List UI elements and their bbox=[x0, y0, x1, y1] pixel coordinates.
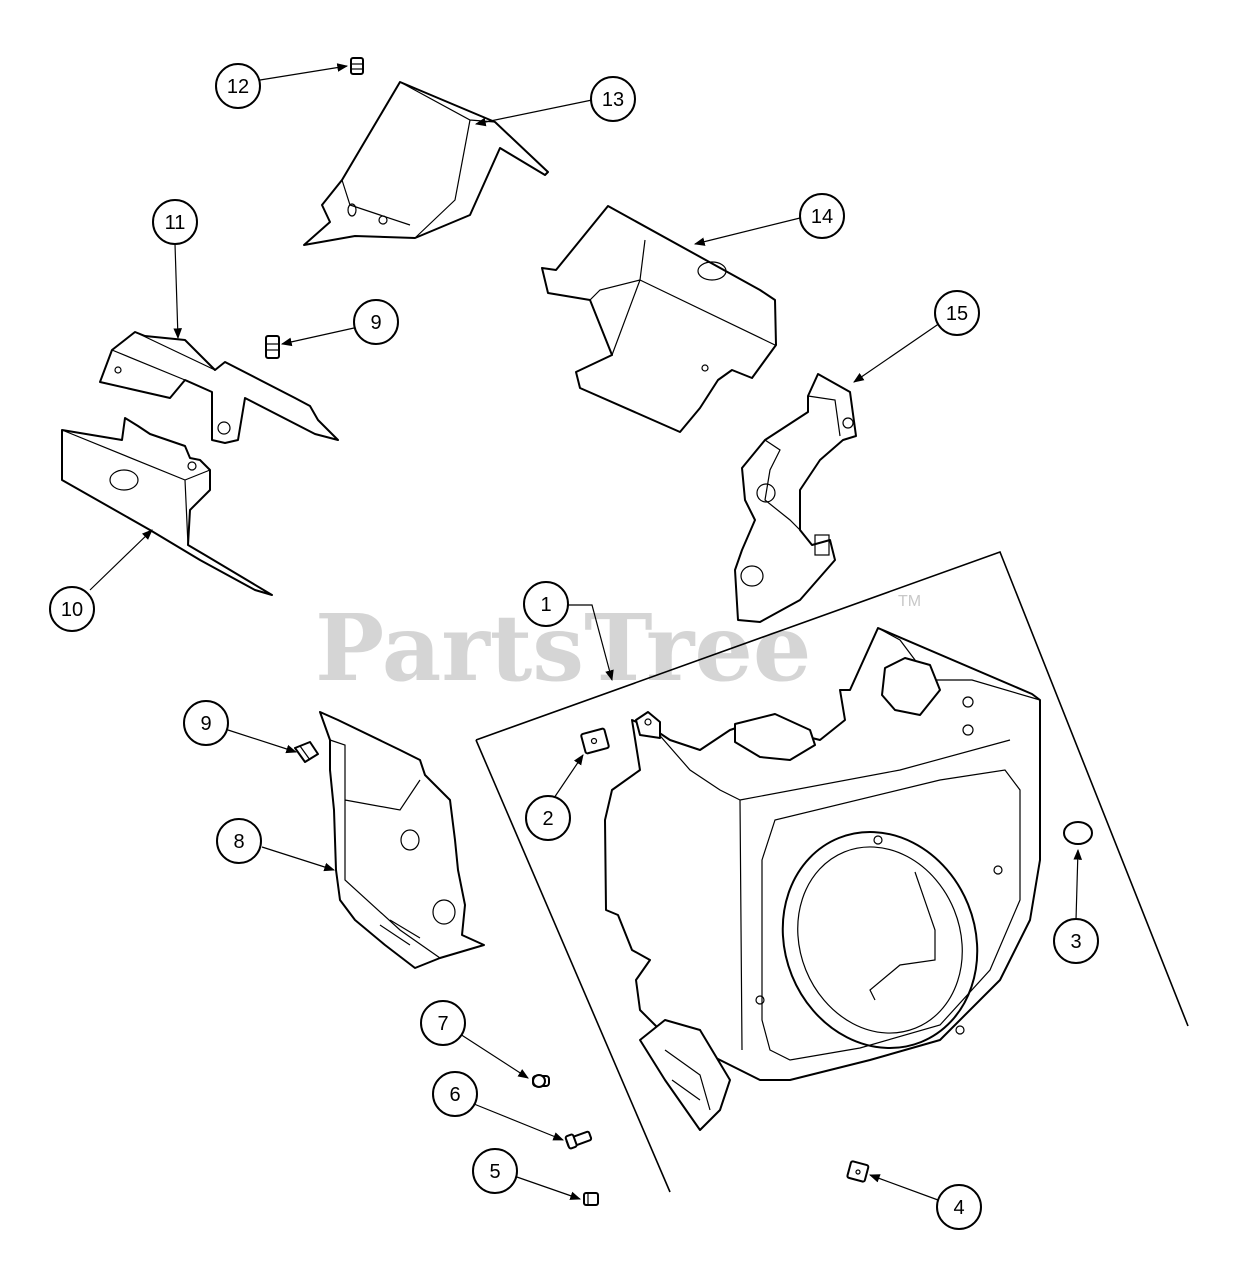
callout-3-label: 3 bbox=[1070, 931, 1081, 953]
leader-4 bbox=[868, 1174, 939, 1201]
callout-5-label: 5 bbox=[489, 1161, 500, 1183]
assembly-boundary bbox=[475, 550, 1189, 1193]
callout-6-label: 6 bbox=[449, 1084, 460, 1106]
part-1-blower-housing[interactable] bbox=[604, 627, 1041, 1131]
leader-5 bbox=[513, 1175, 582, 1200]
callout-9-lower-label: 9 bbox=[200, 713, 211, 735]
part-10-lower-shroud[interactable] bbox=[61, 417, 273, 596]
callout-11-label: 11 bbox=[165, 212, 186, 234]
part-15-bracket[interactable] bbox=[734, 373, 857, 623]
leader-lines bbox=[89, 63, 1083, 1201]
callout-7-label: 7 bbox=[437, 1013, 448, 1035]
leader-1 bbox=[566, 604, 614, 682]
part-8-bracket[interactable] bbox=[319, 711, 485, 969]
callout-12-label: 12 bbox=[227, 76, 249, 98]
part-4-clip[interactable] bbox=[846, 1160, 870, 1183]
callout-15[interactable]: 15 bbox=[934, 290, 980, 336]
leader-11 bbox=[173, 243, 183, 340]
part-5-screw[interactable] bbox=[583, 1192, 599, 1206]
part-14-shroud[interactable] bbox=[541, 205, 777, 433]
leader-2 bbox=[553, 754, 584, 799]
callout-1-label: 1 bbox=[540, 594, 551, 616]
leader-13 bbox=[474, 99, 593, 127]
callout-8[interactable]: 8 bbox=[216, 818, 262, 864]
part-13-upper-shroud[interactable] bbox=[303, 81, 549, 246]
callout-9-lower[interactable]: 9 bbox=[183, 700, 229, 746]
part-2-clip[interactable] bbox=[580, 727, 610, 755]
leader-12 bbox=[259, 63, 349, 81]
callout-7[interactable]: 7 bbox=[420, 1000, 466, 1046]
callout-15-label: 15 bbox=[946, 303, 968, 325]
callout-2[interactable]: 2 bbox=[525, 795, 571, 841]
leader-15 bbox=[853, 322, 941, 383]
callout-8-label: 8 bbox=[233, 831, 244, 853]
callout-1[interactable]: 1 bbox=[523, 581, 569, 627]
part-9-lower-screw[interactable] bbox=[294, 741, 319, 763]
leader-10 bbox=[89, 529, 153, 591]
leader-9-lower bbox=[227, 729, 298, 754]
callout-4-label: 4 bbox=[953, 1197, 964, 1219]
leader-3 bbox=[1073, 848, 1083, 921]
callout-2-label: 2 bbox=[542, 808, 553, 830]
watermark-trademark: TM bbox=[898, 593, 921, 610]
leader-7 bbox=[459, 1033, 529, 1079]
callout-5[interactable]: 5 bbox=[472, 1148, 518, 1194]
leader-8 bbox=[261, 846, 336, 872]
callout-4[interactable]: 4 bbox=[936, 1184, 982, 1230]
callout-14[interactable]: 14 bbox=[799, 193, 845, 239]
callout-3[interactable]: 3 bbox=[1053, 918, 1099, 964]
part-6-bolt[interactable] bbox=[564, 1130, 593, 1150]
callout-14-label: 14 bbox=[811, 206, 833, 228]
callout-13[interactable]: 13 bbox=[590, 76, 636, 122]
callout-11[interactable]: 11 bbox=[152, 199, 198, 245]
part-7-bolt[interactable] bbox=[532, 1074, 550, 1088]
callout-6[interactable]: 6 bbox=[432, 1071, 478, 1117]
callout-9-upper[interactable]: 9 bbox=[353, 299, 399, 345]
callout-13-label: 13 bbox=[602, 89, 624, 111]
part-11-bracket[interactable] bbox=[99, 331, 339, 444]
part-3-plug[interactable] bbox=[1063, 821, 1093, 845]
leader-6 bbox=[473, 1103, 565, 1141]
leader-9-upper bbox=[280, 327, 355, 347]
callout-12[interactable]: 12 bbox=[215, 63, 261, 109]
part-12-screw[interactable] bbox=[350, 57, 364, 75]
leader-14 bbox=[693, 217, 801, 246]
callout-9-upper-label: 9 bbox=[370, 312, 381, 334]
callout-10[interactable]: 10 bbox=[49, 586, 95, 632]
part-9-upper-screw[interactable] bbox=[265, 335, 280, 359]
callout-10-label: 10 bbox=[61, 599, 83, 621]
